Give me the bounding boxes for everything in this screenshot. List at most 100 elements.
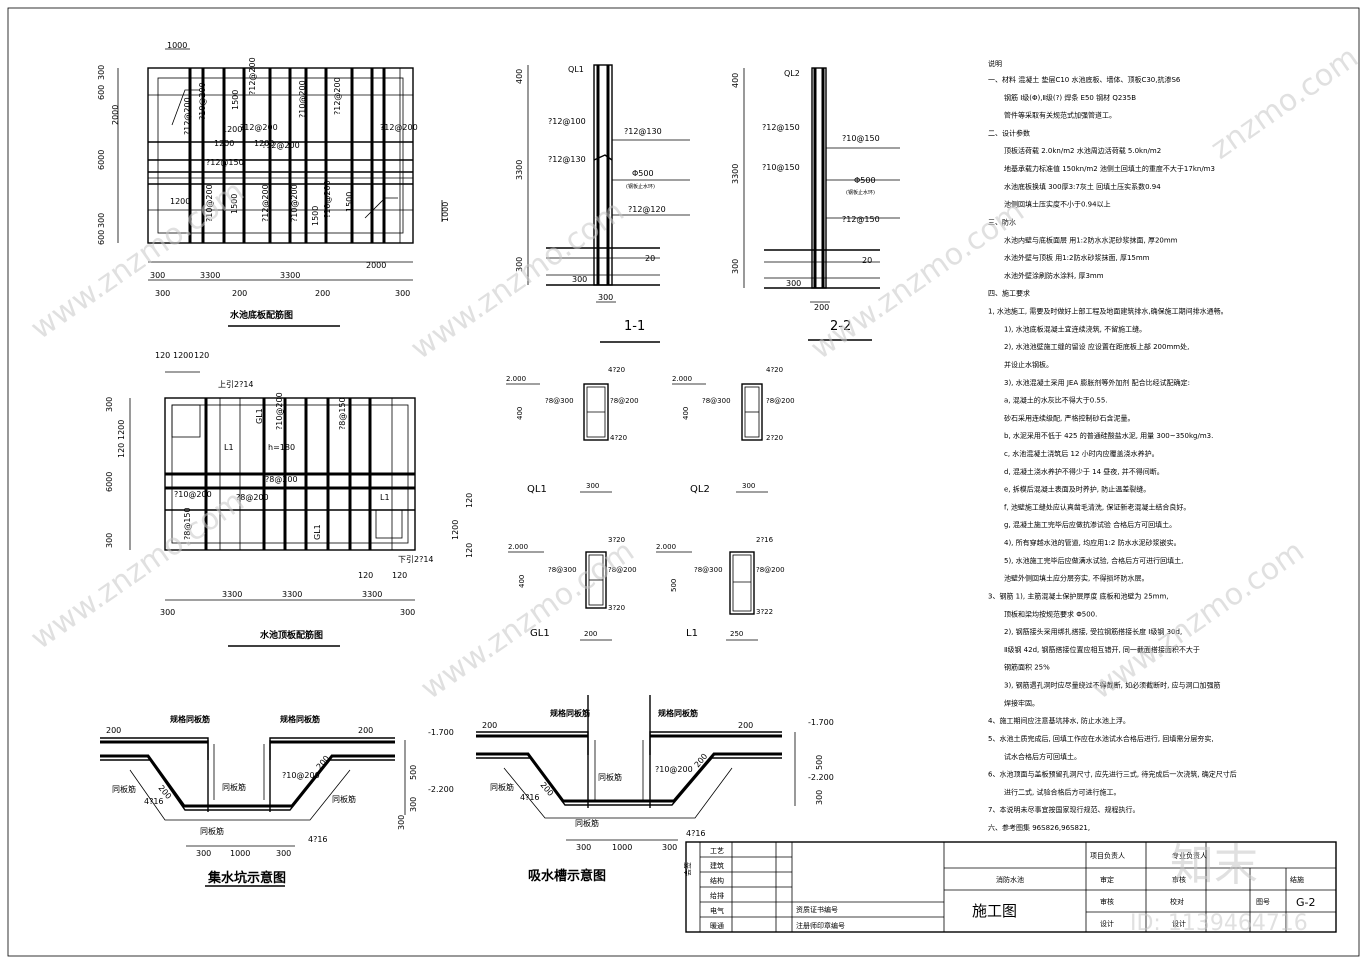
note-line: 钢筋 Ⅰ级(Φ),Ⅱ级(?) 焊条 E50 钢材 Q235B bbox=[1004, 93, 1136, 102]
note-line: 水池底板换填 300厚3:7灰土 回填土压实系数0.94 bbox=[1004, 182, 1161, 191]
sump-detail bbox=[476, 695, 796, 841]
svg-text:下引2?14: 下引2?14 bbox=[398, 555, 434, 564]
svg-text:3300: 3300 bbox=[222, 590, 242, 599]
svg-text:300: 300 bbox=[598, 293, 613, 302]
svg-text:1200: 1200 bbox=[222, 125, 242, 134]
note-line: 六、参考图集 96S826,96S821, bbox=[988, 823, 1090, 832]
project-name: 消防水池 bbox=[996, 875, 1024, 884]
note-line: 地基承载力标准值 150kn/m2 池侧土回填土的重度不大于17kn/m3 bbox=[1004, 164, 1215, 173]
svg-text:400: 400 bbox=[682, 407, 690, 420]
svg-text:?12@130: ?12@130 bbox=[548, 155, 586, 164]
svg-text:资质证书编号: 资质证书编号 bbox=[796, 905, 838, 914]
svg-text:2000: 2000 bbox=[111, 105, 120, 125]
svg-text:4?16: 4?16 bbox=[144, 797, 164, 806]
note-line: f, 池壁施工缝处应认真凿毛清洗, 保证新老混凝土结合良好。 bbox=[1004, 502, 1190, 511]
svg-text:300: 300 bbox=[731, 259, 740, 274]
note-line: g, 混凝土施工完毕后应做抗渗试验 合格后方可回填土。 bbox=[1004, 520, 1176, 529]
svg-text:3300: 3300 bbox=[515, 160, 524, 180]
note-line: 焊接牢固。 bbox=[1004, 698, 1039, 707]
beam-ql1 bbox=[506, 383, 612, 493]
note-line: 1), 水池底板混凝土宜连续浇筑, 不留施工缝。 bbox=[1004, 324, 1146, 333]
svg-text:?12@120: ?12@120 bbox=[628, 205, 666, 214]
pit-labels: 规格同板筋 规格同板筋 同板筋 ?10@200 同板筋 同板筋 4?16 4?1… bbox=[106, 714, 454, 886]
svg-text:4?16: 4?16 bbox=[686, 829, 706, 838]
image-id: ID: 1139464716 bbox=[1130, 911, 1308, 936]
note-line: 1, 水池施工, 需要及时做好上部工程及地面建筑排水,确保施工期间排水通畅。 bbox=[988, 307, 1228, 316]
floor-plan-title: 水池底板配筋图 bbox=[230, 309, 293, 321]
svg-text:3300: 3300 bbox=[282, 590, 302, 599]
svg-text:2.000: 2.000 bbox=[656, 543, 676, 551]
note-line: 试水合格后方可回填土。 bbox=[1004, 752, 1081, 761]
svg-text:300: 300 bbox=[276, 849, 291, 858]
svg-text:200: 200 bbox=[106, 726, 121, 735]
svg-text:500: 500 bbox=[815, 755, 824, 770]
roof-plan-title: 水池顶板配筋图 bbox=[260, 629, 323, 641]
section-2-2 bbox=[743, 67, 900, 341]
svg-text:-1.700: -1.700 bbox=[428, 728, 454, 737]
note-line: 并设止水钢板。 bbox=[1004, 360, 1053, 369]
svg-text:同板筋: 同板筋 bbox=[575, 818, 599, 828]
svg-text:300: 300 bbox=[105, 397, 114, 412]
svg-text:?8@300: ?8@300 bbox=[702, 397, 731, 405]
roof-plan bbox=[129, 371, 416, 647]
svg-text:专业负责人: 专业负责人 bbox=[1172, 851, 1207, 860]
svg-text:1000: 1000 bbox=[612, 843, 632, 852]
svg-text:20: 20 bbox=[862, 256, 872, 265]
svg-text:校对: 校对 bbox=[1170, 897, 1184, 906]
svg-text:400: 400 bbox=[518, 575, 526, 588]
svg-text:300: 300 bbox=[397, 815, 406, 830]
svg-text:?12@200: ?12@200 bbox=[248, 57, 257, 95]
svg-text:规格同板筋: 规格同板筋 bbox=[550, 708, 590, 718]
svg-text:120: 120 bbox=[117, 443, 126, 458]
section-2-2-labels: QL2 400 3300 300 300 200 20 ?12@150 ?10@… bbox=[731, 69, 880, 334]
note-line: 水池外壁涂刷防水涂料, 厚3mm bbox=[1004, 271, 1104, 280]
svg-text:?8@200: ?8@200 bbox=[608, 566, 637, 574]
svg-text:GL1: GL1 bbox=[255, 408, 264, 424]
svg-text:300: 300 bbox=[515, 257, 524, 272]
svg-text:200: 200 bbox=[738, 721, 753, 730]
beam-l1 bbox=[656, 551, 758, 641]
title-block bbox=[685, 841, 1337, 933]
svg-text:?8@300: ?8@300 bbox=[694, 566, 723, 574]
svg-text:300: 300 bbox=[742, 482, 755, 490]
svg-text:Φ500: Φ500 bbox=[854, 176, 876, 185]
svg-text:1200: 1200 bbox=[214, 139, 234, 148]
svg-text:300: 300 bbox=[97, 213, 106, 228]
svg-text:200: 200 bbox=[232, 289, 247, 298]
beam-gl1 bbox=[508, 551, 612, 641]
svg-text:3300: 3300 bbox=[731, 164, 740, 184]
svg-text:?12@200: ?12@200 bbox=[262, 141, 300, 150]
section-1-1 bbox=[527, 64, 690, 343]
svg-text:120: 120 bbox=[392, 571, 407, 580]
svg-text:300: 300 bbox=[786, 279, 801, 288]
note-line: 顶板和梁均按规范要求 Φ500. bbox=[1004, 609, 1097, 618]
svg-text:GL1: GL1 bbox=[313, 524, 322, 540]
svg-text:结构: 结构 bbox=[710, 876, 724, 885]
svg-text:1000: 1000 bbox=[441, 202, 450, 222]
svg-text:300: 300 bbox=[150, 271, 165, 280]
svg-text:给排: 给排 bbox=[710, 891, 724, 900]
svg-text:6000: 6000 bbox=[97, 150, 106, 170]
note-line: b, 水泥采用不低于 425 的普通硅酸盐水泥, 用量 300~350kg/m3… bbox=[1004, 431, 1213, 440]
title-block-text: 会签 工艺 建筑 结构 给排 电气 暖通 资质证书编号 注册师印章编号 消防水池… bbox=[683, 847, 1316, 930]
svg-text:?12@200: ?12@200 bbox=[240, 123, 278, 132]
note-line: 2), 钢筋接头采用绑扎搭接, 受拉钢筋搭接长度 Ⅰ级钢 30d, bbox=[1004, 627, 1182, 636]
floor-plan bbox=[117, 48, 443, 327]
svg-text:120: 120 bbox=[194, 351, 209, 360]
svg-text:200: 200 bbox=[315, 754, 332, 771]
svg-text:200: 200 bbox=[358, 726, 373, 735]
svg-text:500: 500 bbox=[409, 765, 418, 780]
svg-text:设计: 设计 bbox=[1100, 919, 1114, 928]
note-line: d, 混凝土浇水养护不得少于 14 昼夜, 并不得间断。 bbox=[1004, 467, 1164, 476]
note-line: 钢筋面积 25% bbox=[1004, 663, 1050, 672]
svg-text:200: 200 bbox=[584, 630, 597, 638]
svg-text:?8@200: ?8@200 bbox=[265, 475, 298, 484]
note-line: 砂石采用连续级配, 严格控制砂石含泥量。 bbox=[1004, 413, 1134, 422]
svg-text:1200: 1200 bbox=[170, 197, 190, 206]
beam-l1-labels: 2.000 500 2?16 3?22 ?8@300 ?8@200 250 L1 bbox=[656, 536, 785, 639]
pit-detail bbox=[100, 737, 406, 887]
svg-text:?10@200: ?10@200 bbox=[275, 392, 284, 430]
svg-text:工艺: 工艺 bbox=[710, 847, 724, 855]
svg-text:同板筋: 同板筋 bbox=[112, 784, 136, 794]
